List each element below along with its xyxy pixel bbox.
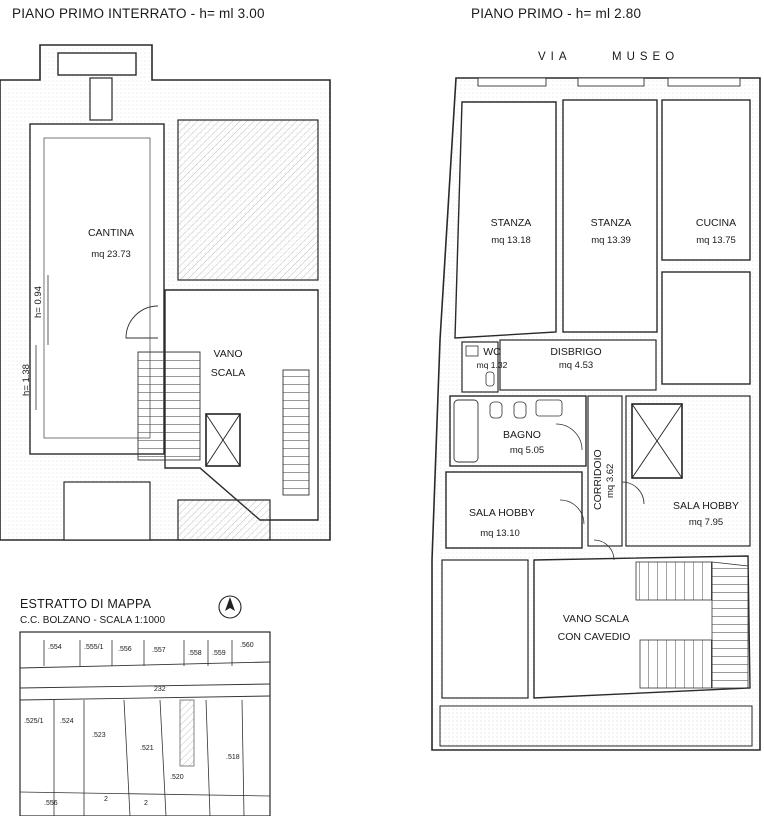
bagno-label: BAGNO [503, 429, 541, 441]
corridoio-label: CORRIDOIO [592, 449, 604, 510]
map-highlight-parcel [179, 699, 195, 767]
parcel-label: .559 [212, 650, 226, 657]
parcel-label: .520 [170, 774, 184, 781]
height-label-1: h= 0.94 [33, 286, 44, 318]
cantina-label: CANTINA [87, 227, 135, 239]
sala-hobby-right-label: SALA HOBBY [673, 500, 739, 512]
parcel-label: .560 [240, 642, 254, 649]
corridoio-area: mq 3.62 [605, 463, 616, 498]
sala-hobby-right-area: mq 7.95 [688, 517, 724, 528]
basement-door-swing [125, 305, 159, 339]
parcel-label: .558 [188, 650, 202, 657]
basement-shaft [89, 77, 113, 121]
first-floor-title: PIANO PRIMO - h= ml 2.80 [471, 6, 642, 21]
map-frame [19, 631, 271, 816]
bathtub [453, 399, 479, 463]
first-floor-stair-flight-bottom [639, 639, 713, 689]
basement-plan [0, 44, 331, 541]
parcel-label: .556 [118, 646, 132, 653]
stanza-2-area: mq 13.39 [591, 235, 631, 246]
sala-hobby-left-area: mq 13.10 [480, 528, 520, 539]
sala-hobby-left-label: SALA HOBBY [469, 507, 535, 519]
stanza-1-label: STANZA [490, 217, 532, 229]
basement-bottom-opening-1 [63, 481, 151, 541]
parcel-label: 2 [104, 796, 108, 803]
disbrigo-room [499, 339, 657, 391]
parcel-label: .524 [60, 718, 74, 725]
stanza-1-room [454, 101, 557, 339]
disbrigo-label: DISBRIGO [550, 346, 602, 358]
parcel-label: .556 [44, 800, 58, 807]
stanza-2-label: STANZA [590, 217, 632, 229]
parcel-label: 2 [144, 800, 148, 807]
vano-scala-cavedio-label-1: VANO SCALA [562, 613, 630, 625]
parcel-label: .521 [140, 745, 154, 752]
basement-stair-flight [282, 369, 310, 496]
north-arrow-icon [218, 595, 242, 619]
cucina-label: CUCINA [695, 217, 737, 229]
basement-hatched-room [177, 119, 319, 281]
first-floor-stair-flight-top [635, 561, 713, 601]
corridoio-room [587, 395, 623, 547]
basement-stair-winder [137, 351, 201, 461]
parcel-label: .555/1 [84, 644, 104, 651]
window-2 [577, 77, 645, 87]
bottom-courtyard [439, 705, 753, 747]
stanza-2-room [562, 99, 658, 333]
street-word-2: MUSEO [612, 51, 680, 63]
sala-hobby-right-room [625, 395, 751, 547]
map-subtitle: C.C. BOLZANO - SCALA 1:1000 [20, 615, 166, 626]
vano-scala-cavedio-label-2: CON CAVEDIO [557, 631, 631, 643]
window-3 [667, 77, 741, 87]
street-word-1: VIA [538, 51, 572, 63]
cucina-area: mq 13.75 [696, 235, 736, 246]
lower-left-room [441, 559, 529, 699]
height-label-2: h= 1.38 [21, 364, 32, 396]
map-title: ESTRATTO DI MAPPA [20, 597, 152, 611]
basement-niche [57, 52, 137, 76]
cucina-room [661, 99, 751, 261]
first-floor-plan [431, 77, 761, 751]
wc-label: WC [483, 346, 501, 358]
parcel-label: 232 [154, 686, 166, 693]
parcel-label: .557 [152, 647, 166, 654]
basement-bottom-opening-2 [177, 499, 271, 541]
basement-title: PIANO PRIMO INTERRATO - h= ml 3.00 [12, 6, 265, 21]
cadastral-map [19, 595, 271, 816]
parcel-label: .523 [92, 732, 106, 739]
stanza-1-area: mq 13.18 [491, 235, 531, 246]
parcel-label: .518 [226, 754, 240, 761]
first-floor-stair-winder [711, 561, 749, 689]
wc-area: mq 1.32 [476, 360, 508, 370]
bagno-area: mq 5.05 [509, 445, 545, 456]
basement-scala-label: SCALA [210, 367, 246, 379]
cantina-inner-line [43, 137, 151, 439]
disbrigo-area: mq 4.53 [558, 360, 594, 371]
cantina-area: mq 23.73 [91, 249, 131, 260]
sala-hobby-left-room [445, 471, 583, 549]
cucina-lower [661, 271, 751, 385]
parcel-label: .525/1 [24, 718, 44, 725]
basement-vano-label: VANO [213, 348, 243, 360]
window-1 [477, 77, 547, 87]
parcel-label: .554 [48, 644, 62, 651]
